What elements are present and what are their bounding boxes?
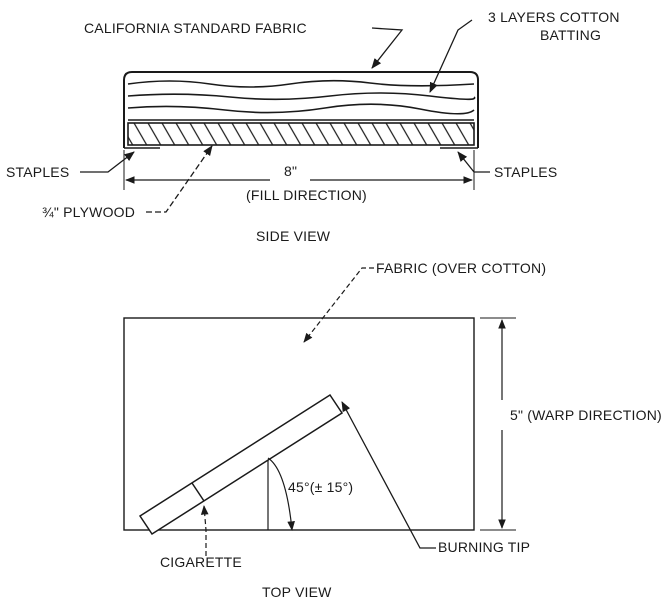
fabric-leader [371, 27, 404, 69]
fabric-wrap [123, 71, 479, 148]
fill-direction-label: (FILL DIRECTION) [246, 187, 367, 203]
top-fabric-label: FABRIC (OVER COTTON) [376, 260, 546, 276]
staples-left-leader [80, 151, 135, 173]
cigarette-label: CIGARETTE [160, 554, 242, 570]
cigarette-body [138, 393, 344, 536]
side-view: CALIFORNIA STANDARD FABRIC 3 LAYERS COTT… [6, 9, 620, 244]
top-fabric-leader [303, 267, 374, 343]
batting-layer-1 [127, 79, 475, 88]
batting-layer-2 [127, 92, 476, 101]
plywood-label: ¾" PLYWOOD [42, 204, 135, 220]
cigarette-leader [200, 505, 209, 556]
angle-label: 45°(± 15°) [288, 479, 353, 495]
top-view: FABRIC (OVER COTTON) 5" (WARP DIRECTION)… [123, 260, 662, 600]
staples-left-label: STAPLES [6, 164, 69, 180]
batting-layer-3 [127, 103, 475, 115]
plywood-leader [146, 145, 213, 213]
warp-label: 5" (WARP DIRECTION) [510, 407, 662, 423]
batting-label-line1: 3 LAYERS COTTON [488, 9, 620, 25]
burning-tip-leader [341, 401, 436, 549]
cigarette [138, 393, 344, 536]
plywood-board [127, 122, 475, 146]
fabric-panel [123, 317, 475, 531]
top-view-caption: TOP VIEW [262, 584, 332, 600]
batting-label-line2: BATTING [540, 27, 601, 43]
cigarette-filter-line [191, 482, 205, 502]
side-view-caption: SIDE VIEW [256, 228, 331, 244]
staples-right-label: STAPLES [494, 164, 557, 180]
angle-arc [267, 457, 295, 531]
fabric-label: CALIFORNIA STANDARD FABRIC [84, 20, 307, 36]
burning-tip-label: BURNING TIP [438, 539, 530, 555]
width-label: 8" [284, 163, 297, 179]
batting-leader [429, 19, 473, 93]
